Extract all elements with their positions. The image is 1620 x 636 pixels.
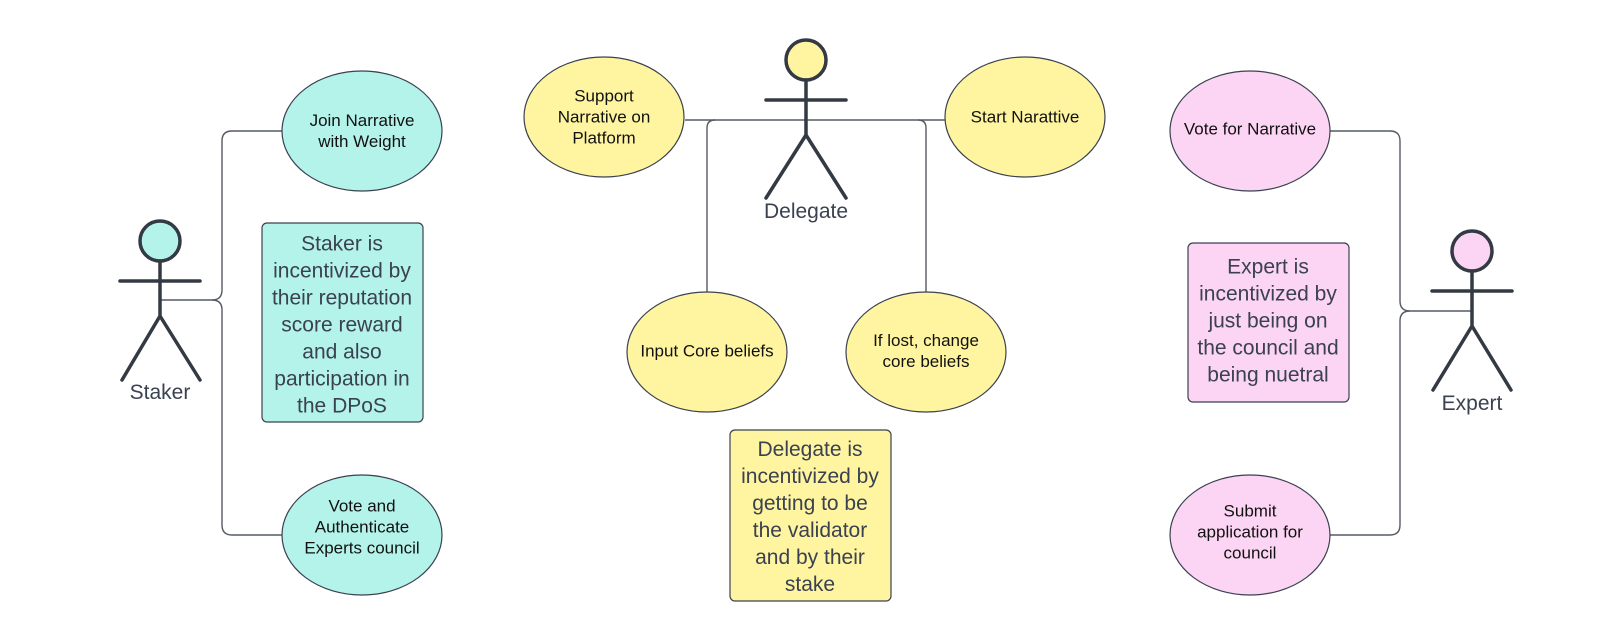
staker-note: Staker is incentivized by their reputation… — [261, 222, 424, 423]
text-line: Input Core beliefs — [640, 342, 773, 361]
text-line: participation in — [274, 368, 409, 391]
staker-actor: Staker — [118, 219, 202, 404]
text-line: incentivized by — [741, 465, 879, 488]
connector-expert-vote — [1330, 130, 1472, 312]
text-line: the DPoS — [297, 395, 387, 418]
text-line: being nuetral — [1207, 364, 1328, 387]
text-line: Start Narattive — [971, 108, 1080, 127]
text-line: and also — [302, 341, 381, 364]
text-line: Platform — [572, 129, 635, 148]
svg-text:Input Core beliefs: Input Core beliefs — [640, 342, 773, 361]
text-line: with Weight — [317, 132, 406, 151]
delegate-actor: Delegate — [764, 38, 848, 223]
text-line: the validator — [753, 519, 867, 542]
text-line: incentivized by — [1199, 283, 1337, 306]
text-line: the council and — [1197, 337, 1338, 360]
text-line: and by their — [755, 546, 865, 569]
use-case-vote-for-narrative[interactable]: Vote for Narrative — [1169, 70, 1331, 192]
text-line: their reputation — [272, 287, 412, 310]
svg-text:Vote for Narrative: Vote for Narrative — [1184, 120, 1316, 139]
text-line: Authenticate — [315, 518, 410, 537]
expert-label: Expert — [1442, 392, 1503, 415]
text-line: just being on — [1207, 310, 1327, 333]
connectors — [160, 119, 1472, 536]
delegate-note: Delegate is incentivized by getting to be t… — [729, 429, 892, 602]
connector-staker-join — [160, 130, 282, 301]
expert-actor: Expert — [1430, 229, 1514, 415]
text-line: Experts council — [304, 539, 419, 558]
text-line: application for — [1197, 523, 1303, 542]
connector-delegate-input — [706, 119, 716, 292]
text-line: If lost, change — [873, 331, 979, 350]
text-line: Staker is — [301, 233, 383, 256]
text-line: Vote and — [328, 497, 395, 516]
text-line: Vote for Narrative — [1184, 120, 1316, 139]
staker-label: Staker — [130, 381, 191, 404]
connector-staker-vote — [211, 299, 282, 536]
connector-delegate-change — [917, 119, 927, 292]
text-line: Submit — [1224, 502, 1277, 521]
text-line: council — [1224, 544, 1277, 563]
use-case-start-narrative[interactable]: Start Narattive — [944, 56, 1106, 178]
use-case-input-core-beliefs[interactable]: Input Core beliefs — [626, 291, 788, 413]
connector-expert-submit — [1330, 310, 1411, 536]
text-line: stake — [785, 573, 835, 596]
text-line: Narrative on — [558, 108, 651, 127]
svg-text:Start Narattive: Start Narattive — [971, 108, 1080, 127]
expert-note: Expert is incentivized by just being on the… — [1187, 242, 1350, 403]
use-case-join-narrative[interactable]: Join Narrative with Weight — [281, 70, 443, 192]
use-case-submit-application[interactable]: Submit application for council — [1169, 474, 1331, 596]
text-line: Join Narrative — [310, 111, 415, 130]
text-line: getting to be — [752, 492, 868, 515]
use-case-change-core-beliefs[interactable]: If lost, change core beliefs — [845, 291, 1007, 413]
text-line: Expert is — [1227, 256, 1309, 279]
delegate-label: Delegate — [764, 200, 848, 223]
text-line: score reward — [281, 314, 402, 337]
text-line: Support — [574, 87, 634, 106]
text-line: incentivized by — [273, 260, 411, 283]
text-line: core beliefs — [883, 352, 970, 371]
text-line: Delegate is — [757, 438, 862, 461]
